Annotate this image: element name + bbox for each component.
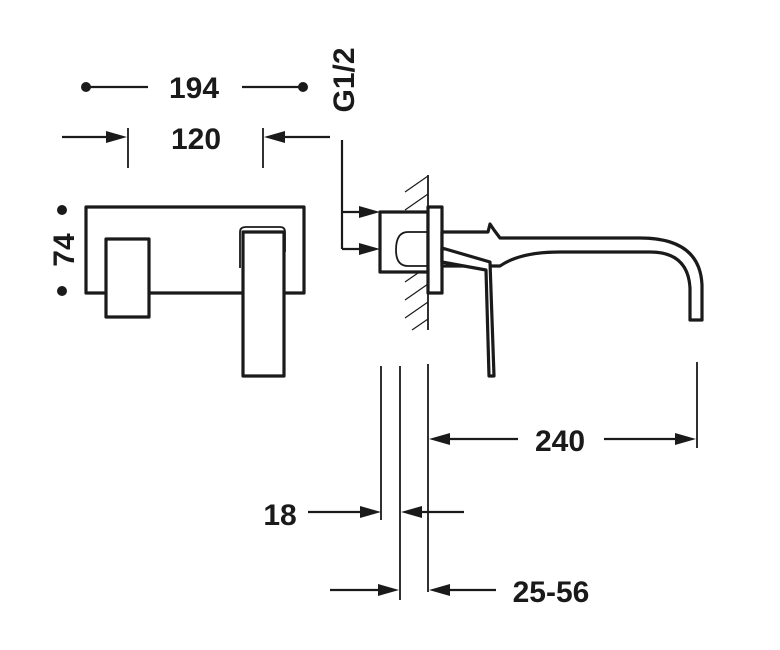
dimension-dot-right	[298, 82, 308, 92]
spout-projection-label: 240	[535, 425, 585, 458]
arrow-left-icon	[264, 131, 285, 143]
dimension-centers-width: 120	[62, 123, 330, 168]
side-view	[378, 175, 704, 378]
inner-pipe	[395, 231, 428, 267]
plate-depth-label: 18	[263, 499, 296, 532]
hatch-line	[404, 193, 429, 211]
arrow-right-icon	[675, 433, 696, 445]
spout	[440, 222, 704, 322]
dimension-spout-projection: 240	[427, 362, 698, 592]
spout-outlet-block	[104, 237, 151, 319]
arrow-left-icon	[429, 433, 450, 445]
lever-handle	[241, 230, 286, 378]
lever-side	[440, 246, 496, 378]
arrow-right-icon	[359, 243, 380, 255]
dimension-plate-depth: 18	[263, 366, 464, 600]
hatch-line	[404, 301, 429, 319]
lever-handle-top	[239, 226, 286, 268]
arrow-right-icon	[360, 506, 381, 518]
overall-width-label: 194	[169, 72, 219, 105]
dimension-wall-depth: 25-56	[330, 576, 589, 609]
embedded-body	[378, 210, 430, 274]
arrow-left-icon	[401, 506, 422, 518]
wall-depth-label: 25-56	[513, 576, 590, 609]
hatch-line	[411, 318, 429, 331]
hatch-line	[404, 283, 429, 301]
dimension-plate-height: 74	[48, 205, 81, 296]
dimension-dot-bottom	[57, 286, 67, 296]
arrow-right-icon	[359, 206, 380, 218]
arrow-right-icon	[106, 131, 127, 143]
dimension-connection: G1/2	[328, 47, 380, 255]
dimension-overall-width: 194	[81, 72, 308, 105]
front-view	[84, 205, 306, 378]
plate-height-label: 74	[48, 233, 81, 267]
dimension-dot-top	[57, 205, 67, 215]
arrow-right-icon	[378, 584, 399, 596]
hatch-line	[404, 175, 429, 193]
arrow-left-icon	[429, 584, 450, 596]
connection-label: G1/2	[328, 47, 361, 112]
centers-width-label: 120	[171, 123, 221, 156]
wall-plate-profile	[426, 205, 444, 295]
